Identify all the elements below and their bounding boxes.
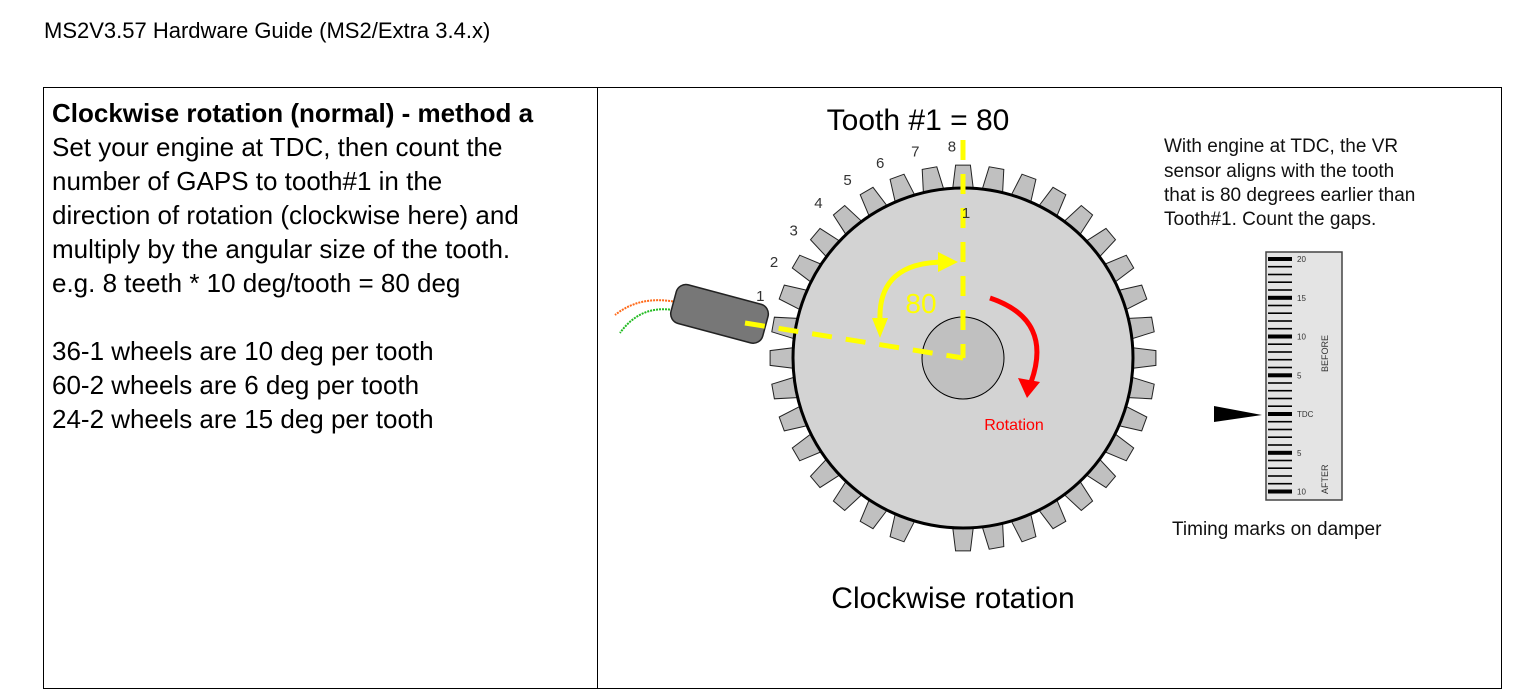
scale-tick (1268, 304, 1292, 307)
scale-tick (1268, 420, 1292, 423)
scale-tick (1268, 405, 1292, 407)
scale-tick (1268, 320, 1292, 322)
gap-number: 1 (756, 288, 764, 305)
scale-label: TDC (1297, 410, 1314, 419)
tooth1-label: 1 (962, 205, 970, 222)
scale-tick (1268, 327, 1292, 330)
scale-tick (1268, 273, 1292, 276)
scale-tick (1268, 475, 1292, 477)
scale-tick (1268, 382, 1292, 384)
scale-tick (1268, 257, 1292, 261)
rotation-arrow (989, 295, 1040, 386)
scale-tick (1268, 358, 1292, 361)
explanation-line: sensor aligns with the tooth (1164, 161, 1394, 182)
figure-title: Tooth #1 = 80 (827, 104, 1010, 137)
instructions-cell: Clockwise rotation (normal) - method a S… (52, 96, 587, 436)
explanation-line: that is 80 degrees earlier than (1164, 185, 1415, 206)
angle-label: 80 (905, 288, 936, 319)
scale-tick (1268, 351, 1292, 353)
scale-tick (1268, 436, 1292, 438)
scale-tick (1268, 412, 1292, 416)
gap-number: 8 (948, 138, 956, 155)
scale-tick (1268, 343, 1292, 345)
scale-tick (1268, 489, 1292, 494)
gap-number: 2 (770, 254, 778, 271)
body-line: Set your engine at TDC, then count the (52, 132, 503, 162)
scale-label: 15 (1297, 294, 1306, 303)
scale-label: 20 (1297, 255, 1306, 264)
scale-label: 5 (1297, 449, 1302, 458)
scale-tick (1268, 459, 1292, 462)
gap-number: 7 (911, 143, 919, 160)
body-line: e.g. 8 teeth * 10 deg/tooth = 80 deg (52, 268, 461, 298)
arrow-head-icon (938, 252, 958, 272)
gap-number: 5 (843, 172, 851, 189)
scale-tick (1268, 389, 1292, 392)
explanation-line: With engine at TDC, the VR (1164, 136, 1398, 157)
body-line: direction of rotation (clockwise here) a… (52, 200, 519, 230)
section-heading: Clockwise rotation (normal) - method a (52, 98, 534, 128)
explanation: With engine at TDC, the VR sensor aligns… (1164, 136, 1415, 230)
document-header: MS2V3.57 Hardware Guide (MS2/Extra 3.4.x… (44, 18, 491, 43)
scale-tick (1268, 312, 1292, 314)
scale-tick (1268, 334, 1292, 339)
after-label: AFTER (1320, 464, 1330, 494)
scale-tick (1268, 467, 1292, 469)
scale-tick (1268, 265, 1292, 268)
figure-caption: Clockwise rotation (831, 582, 1074, 615)
rotation-label: Rotation (984, 417, 1044, 434)
scale-tick (1268, 397, 1292, 400)
scale-label: 10 (1297, 488, 1306, 497)
scale-tick (1268, 444, 1292, 446)
scale-ticks (1268, 257, 1292, 494)
gap-number: 6 (876, 155, 884, 172)
scale-tick (1268, 281, 1292, 283)
scale-tick (1268, 289, 1292, 291)
before-label: BEFORE (1320, 335, 1330, 372)
pointer-icon (1214, 406, 1262, 422)
scale-label: 5 (1297, 371, 1302, 380)
damper-caption: Timing marks on damper (1172, 519, 1382, 540)
scale-tick (1268, 366, 1292, 369)
rotation-arrow-head-icon (1018, 378, 1040, 398)
cell-divider (597, 88, 598, 688)
note-line: 36-1 wheels are 10 deg per tooth (52, 336, 434, 366)
arrow-head-icon (872, 318, 888, 338)
note-line: 60-2 wheels are 6 deg per tooth (52, 370, 420, 400)
vr-sensor (614, 283, 770, 344)
scale-tick (1268, 295, 1292, 300)
scale-label: 10 (1297, 333, 1306, 342)
scale-tick (1268, 428, 1292, 431)
body-line: number of GAPS to tooth#1 in the (52, 166, 443, 196)
scale-tick (1268, 450, 1292, 455)
content-table: Clockwise rotation (normal) - method a S… (43, 87, 1502, 689)
scale-tick (1268, 373, 1292, 378)
gap-number: 4 (814, 195, 822, 212)
note-line: 24-2 wheels are 15 deg per tooth (52, 404, 434, 434)
body-line: multiply by the angular size of the toot… (52, 234, 511, 264)
explanation-line: Tooth#1. Count the gaps. (1164, 209, 1376, 230)
gap-number: 3 (790, 222, 798, 239)
scale-tick (1268, 482, 1292, 485)
reference-lines (744, 140, 966, 361)
